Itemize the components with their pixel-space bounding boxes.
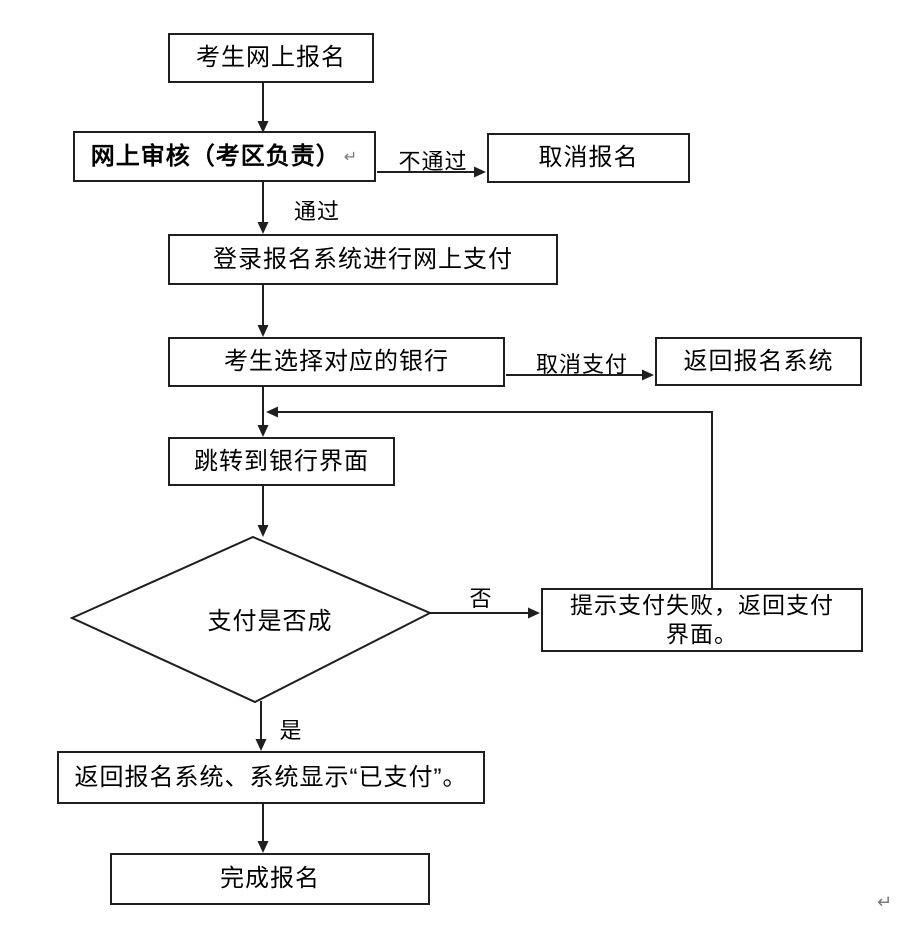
edge-label-yes: 是 — [279, 718, 303, 743]
arrowhead-down — [257, 425, 269, 437]
arrowhead-down — [257, 121, 269, 133]
node-return-system-label: 返回报名系统 — [683, 347, 834, 375]
node-pay-fail-label: 提示支付失败，返回支付界面。 — [570, 592, 834, 647]
node-return-system: 返回报名系统 — [655, 337, 862, 386]
arrowhead-right — [642, 369, 654, 381]
edge-label-not-pass: 不通过 — [398, 149, 468, 174]
edge-label-no: 否 — [469, 586, 493, 611]
node-review: 网上审核（考区负责） ↵ — [73, 131, 376, 182]
node-cancel-register: 取消报名 — [487, 133, 690, 183]
node-register: 考生网上报名 — [168, 33, 374, 83]
arrowhead-down — [257, 325, 269, 337]
node-login-pay: 登录报名系统进行网上支付 — [168, 234, 558, 285]
node-bank-page: 跳转到银行界面 — [168, 437, 395, 486]
node-paid-label: 返回报名系统、系统显示“已支付”。 — [74, 763, 468, 791]
node-paid: 返回报名系统、系统显示“已支付”。 — [57, 751, 485, 804]
node-cancel-register-label: 取消报名 — [538, 144, 639, 171]
arrowhead-left — [266, 406, 278, 418]
node-register-label: 考生网上报名 — [196, 44, 346, 71]
arrowhead-right — [474, 166, 486, 178]
arrowhead-down — [257, 222, 269, 234]
node-bank-page-label: 跳转到银行界面 — [194, 447, 369, 475]
node-review-label: 网上审核（考区负责） — [90, 142, 341, 170]
node-pay-fail: 提示支付失败，返回支付界面。 — [541, 588, 863, 652]
node-select-bank: 考生选择对应的银行 — [168, 337, 505, 387]
arrowhead-down — [257, 525, 269, 537]
arrowhead-right — [528, 607, 540, 619]
node-decision-label: 支付是否成 — [207, 608, 333, 635]
trailing-return-mark-icon: ↵ — [877, 892, 893, 912]
node-complete-label: 完成报名 — [220, 865, 320, 892]
node-select-bank-label: 考生选择对应的银行 — [224, 348, 449, 375]
arrowhead-down — [257, 841, 269, 853]
node-login-pay-label: 登录报名系统进行网上支付 — [213, 245, 513, 273]
edge-label-pass: 通过 — [293, 199, 340, 224]
return-mark-icon: ↵ — [343, 148, 359, 166]
node-complete: 完成报名 — [110, 853, 430, 905]
edge-payfail-feedback — [276, 411, 713, 588]
decision-diamond — [69, 535, 433, 704]
edge-label-cancel-pay: 取消支付 — [535, 352, 628, 377]
arrowhead-down — [255, 739, 267, 751]
